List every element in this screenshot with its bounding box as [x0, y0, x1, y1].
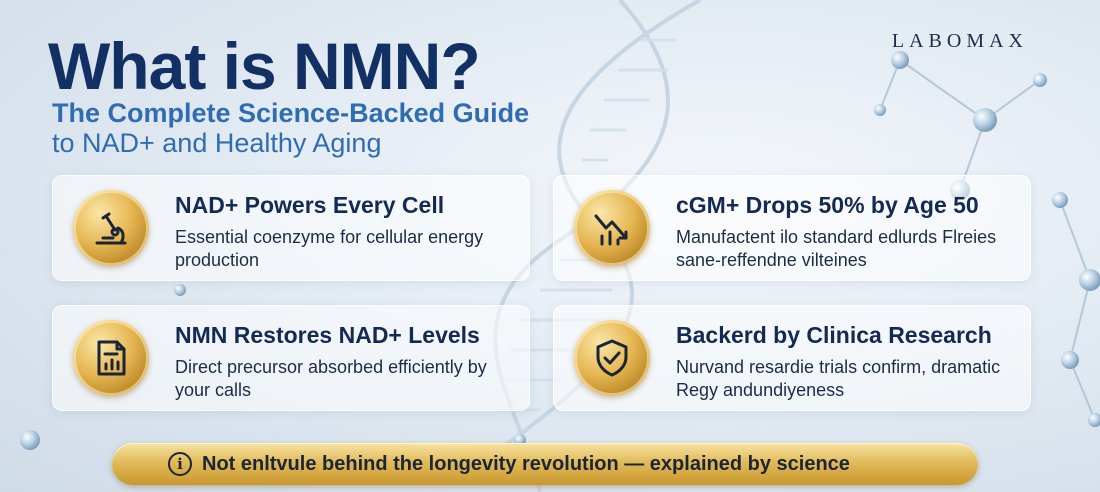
banner-text: Not enltvule behind the longevity revolu… — [202, 453, 850, 475]
page-subtitle-line2: to NAD+ and Healthy Aging — [52, 128, 382, 158]
page-subtitle: The Complete Science-Backed Guide — [52, 98, 530, 128]
document-chart-icon — [73, 320, 149, 396]
card-description: Manufactent ilo standard edlurds Flreies… — [676, 227, 997, 270]
page-title: What is NMN? — [48, 29, 481, 103]
card-title: Backerd by Clinica Research — [676, 322, 992, 348]
card-description: Essential coenzyme for cellular energy p… — [175, 227, 484, 270]
shield-check-icon — [574, 320, 650, 396]
microscope-icon — [73, 190, 149, 266]
feature-card-nmn-restores: NMN Restores NAD+ Levels Direct precurso… — [52, 305, 530, 411]
info-banner: i Not enltvule behind the longevity revo… — [112, 443, 978, 485]
declining-chart-icon — [574, 190, 650, 266]
card-description: Nurvand resardie trials confirm, dramati… — [676, 357, 1001, 400]
brand-logo: LABOMAX — [891, 30, 1028, 52]
card-title: NAD+ Powers Every Cell — [175, 192, 445, 218]
feature-card-nad-powers: NAD+ Powers Every Cell Essential coenzym… — [52, 175, 530, 281]
card-title: cGM+ Drops 50% by Age 50 — [676, 192, 979, 218]
feature-card-drops: cGM+ Drops 50% by Age 50 Manufactent ilo… — [553, 175, 1031, 281]
feature-card-clinical-research: Backerd by Clinica Research Nurvand resa… — [553, 305, 1031, 411]
card-title: NMN Restores NAD+ Levels — [175, 322, 480, 348]
info-icon: i — [168, 452, 192, 476]
card-description: Direct precursor absorbed efficiently by… — [175, 357, 487, 400]
